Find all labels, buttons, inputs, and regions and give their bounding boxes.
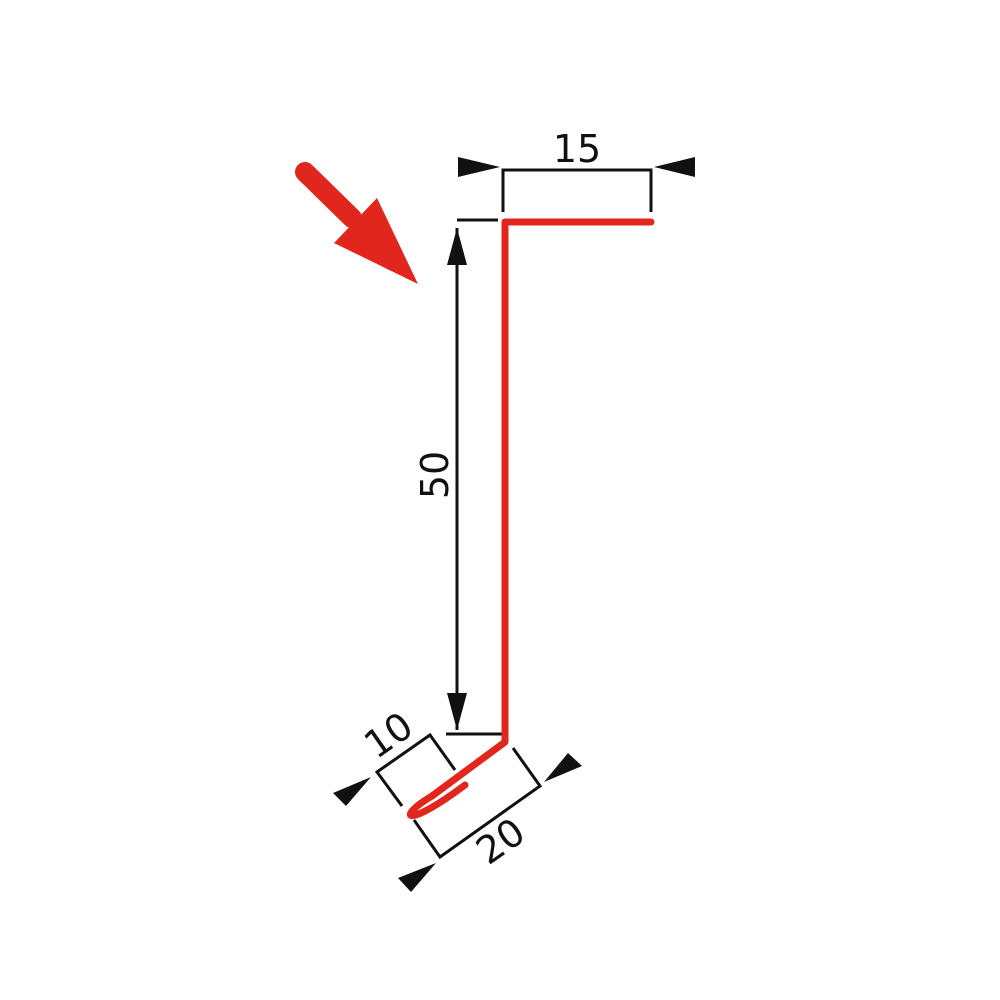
triangle-arrowhead-icon	[447, 228, 467, 265]
red-arrow-icon	[295, 162, 418, 284]
dimension-bracket-fold	[374, 732, 457, 807]
dimension-top-width: 15	[458, 127, 695, 212]
profile-shape	[406, 218, 655, 820]
triangle-arrowhead-icon	[398, 863, 436, 892]
dimension-base: 20	[398, 747, 582, 892]
triangle-arrowhead-icon	[333, 777, 371, 806]
dimension-bracket-top	[501, 168, 653, 212]
dimension-label-base: 20	[468, 809, 533, 873]
red-arrow-shaft	[295, 162, 362, 228]
red-arrow-head	[334, 198, 418, 284]
dimension-label-height: 50	[413, 451, 457, 499]
profile-line	[406, 218, 655, 820]
triangle-arrowhead-icon	[654, 157, 695, 177]
triangle-arrowhead-icon	[447, 693, 467, 730]
triangle-arrowhead-icon	[458, 157, 500, 177]
dimension-bracket-base	[412, 747, 543, 860]
triangle-arrowhead-icon	[544, 753, 582, 782]
dimension-label-fold: 10	[356, 703, 421, 767]
dimension-height: 50	[413, 218, 502, 736]
dimension-label-top-width: 15	[553, 127, 601, 171]
